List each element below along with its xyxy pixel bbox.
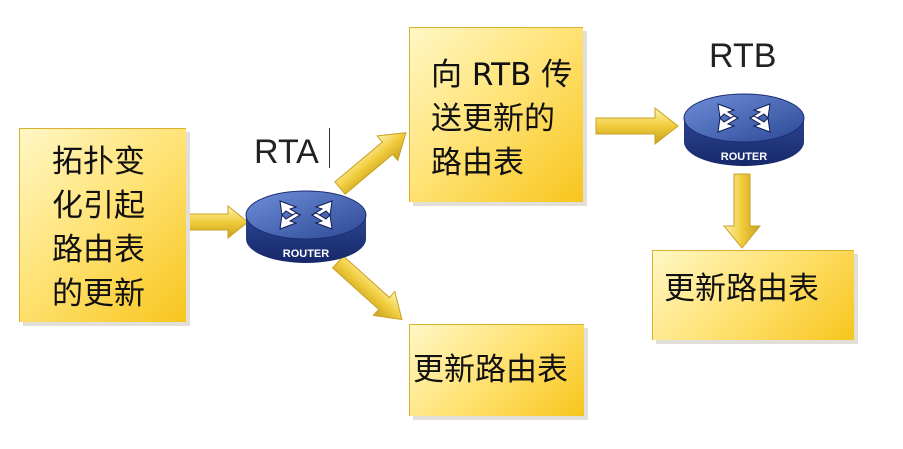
arrow-rtb-to-update-b	[722, 173, 762, 249]
router-b-label: RTB	[709, 37, 777, 75]
router-b-icon: ROUTER	[683, 93, 805, 166]
router-a-label: RTA	[254, 133, 319, 171]
arrow-source-to-rta	[185, 204, 249, 240]
arrow-send-to-rtb	[595, 106, 679, 146]
box-line: 路由表	[431, 145, 524, 181]
router-a-badge: ROUTER	[283, 248, 330, 260]
arrow-rta-to-update-a	[331, 255, 403, 321]
box-line: 路由表	[52, 232, 145, 268]
router-a-label-cursor	[329, 128, 330, 168]
box-line: 化引起	[52, 188, 145, 224]
send-to-rtb-box: 向 RTB 传 送更新的 路由表	[409, 27, 583, 202]
box-text: 更新路由表	[664, 271, 819, 307]
box-line: 向 RTB 传	[431, 57, 573, 93]
arrow-rta-to-send-box	[334, 132, 407, 195]
box-line: 送更新的	[431, 101, 555, 137]
topology-change-box: 拓扑变 化引起 路由表 的更新	[19, 128, 186, 322]
router-b-badge: ROUTER	[721, 151, 768, 163]
update-routing-table-box-a: 更新路由表	[409, 324, 584, 416]
update-routing-table-box-b: 更新路由表	[652, 250, 854, 340]
box-line: 的更新	[52, 276, 145, 312]
box-text: 更新路由表	[413, 352, 568, 388]
box-line: 拓扑变	[52, 144, 145, 180]
router-a-icon: ROUTER	[245, 190, 367, 263]
